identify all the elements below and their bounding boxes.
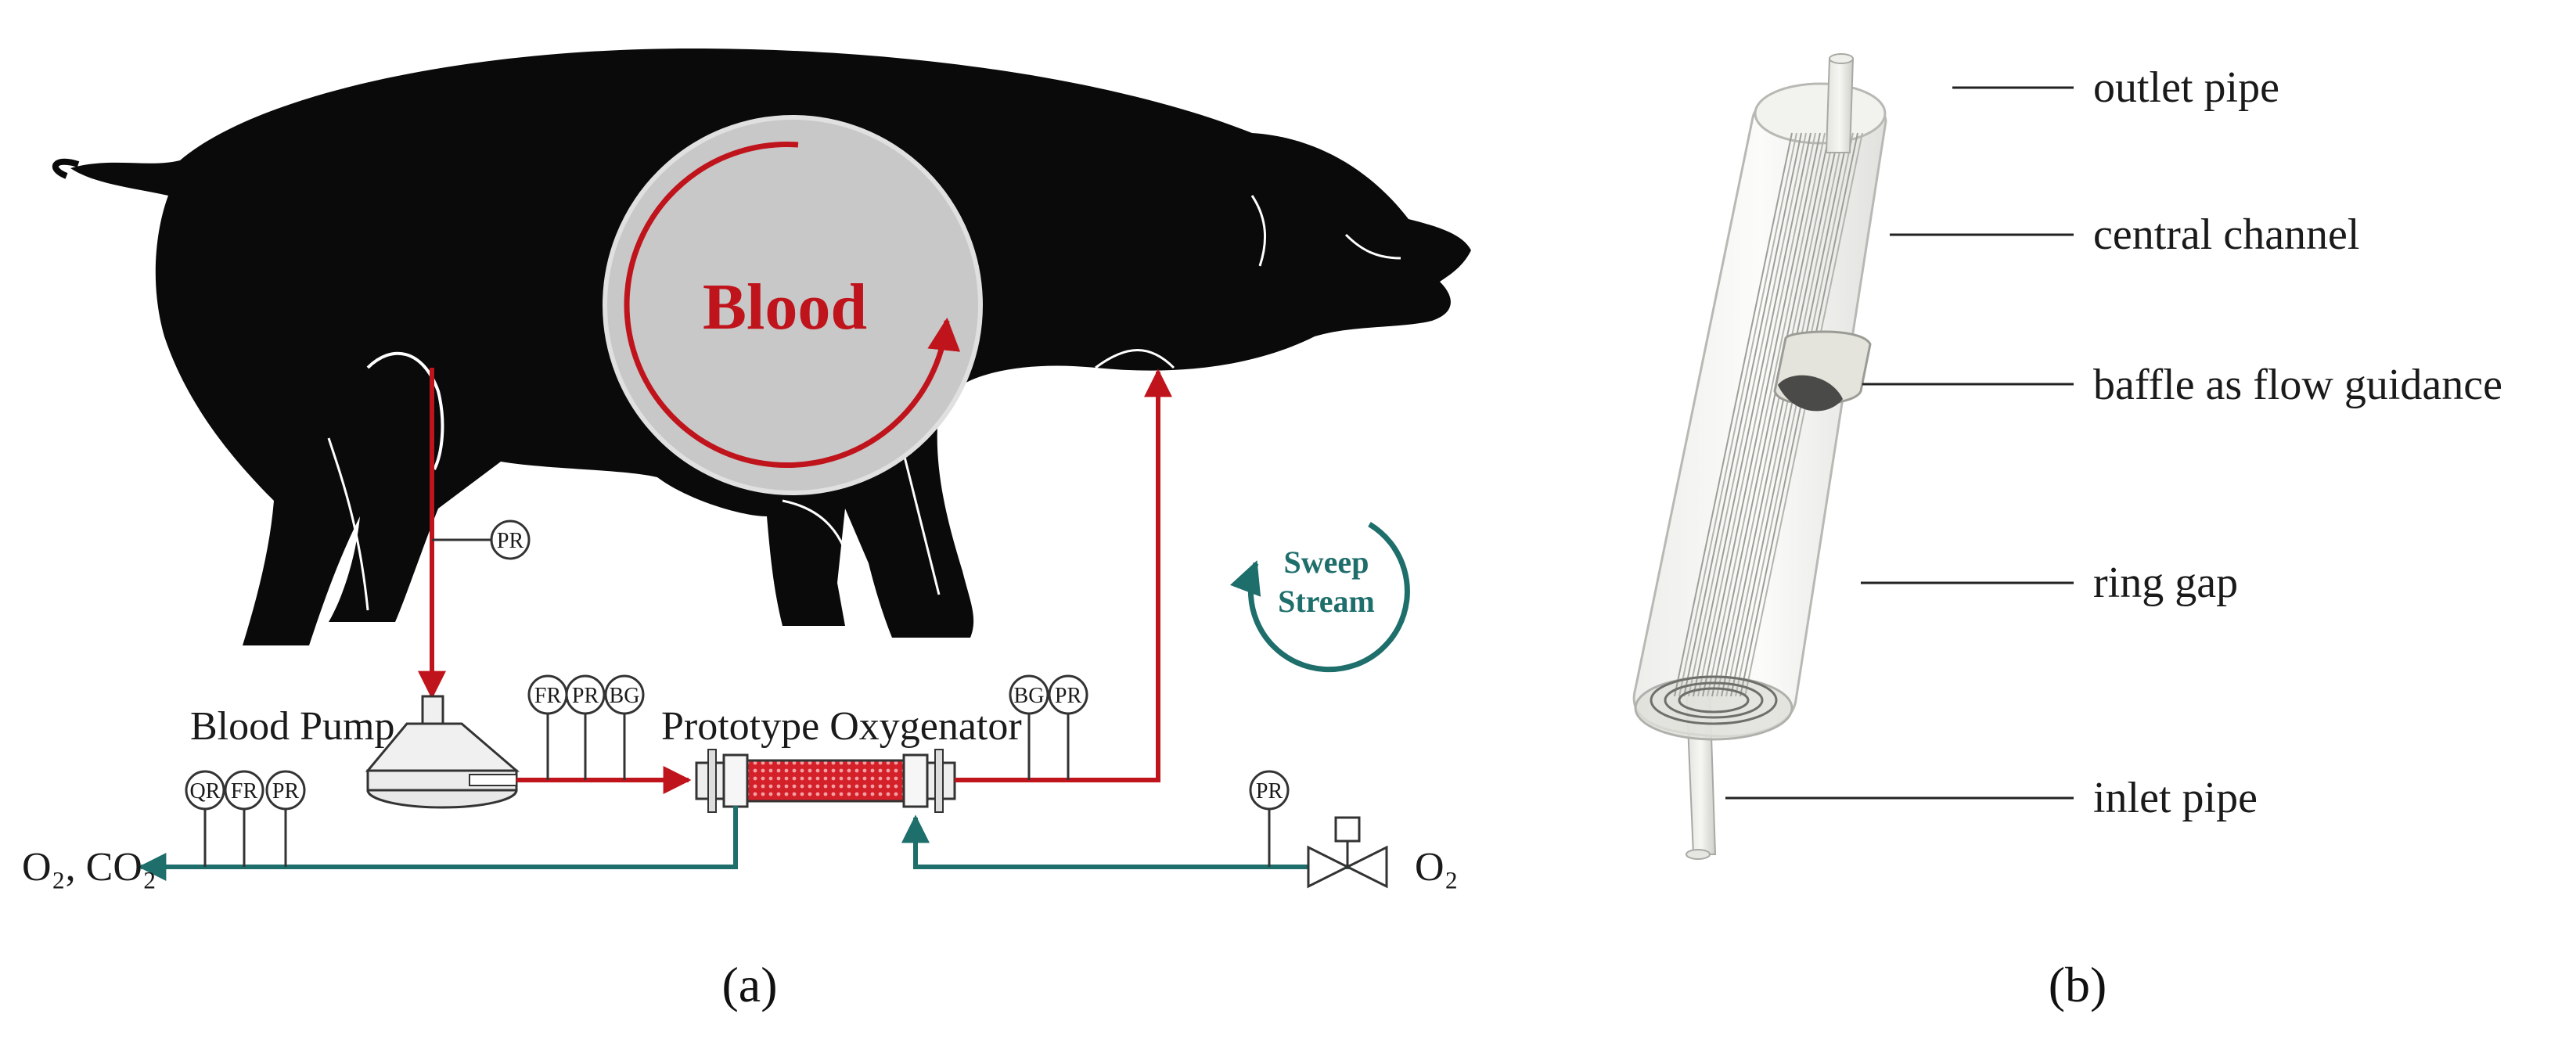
- gauge-pr-right: PR: [1048, 674, 1088, 715]
- caption-b: (b): [2049, 957, 2107, 1012]
- svg-text:FR: FR: [231, 779, 258, 804]
- gauge-pr-pig: PR: [490, 520, 531, 560]
- gauge-bg-right: BG: [1009, 674, 1049, 715]
- oxygenator-label: Prototype Oxygenator: [661, 704, 1022, 749]
- svg-text:PR: PR: [572, 684, 599, 708]
- caption-a: (a): [721, 957, 777, 1012]
- prototype-oxygenator: [695, 749, 956, 813]
- gauge-fr-left: FR: [224, 770, 264, 811]
- label-inlet-pipe: inlet pipe: [2093, 774, 2258, 822]
- gas-in-label: O₂: [1415, 845, 1459, 890]
- outlet-pipe: [1825, 58, 1855, 153]
- sweep-label-2: Stream: [1278, 584, 1375, 619]
- fiber-line: [1744, 132, 1863, 697]
- fiber-line: [1697, 132, 1816, 697]
- svg-text:BG: BG: [1014, 684, 1045, 708]
- fiber-line: [1683, 132, 1802, 697]
- fiber-line: [1711, 132, 1830, 697]
- outlet-pipe-end: [1829, 53, 1854, 64]
- svg-text:FR: FR: [534, 684, 562, 708]
- gauge-fr-mid: FR: [527, 674, 568, 715]
- gas-valve: [1307, 816, 1388, 889]
- baffle: [1773, 330, 1872, 412]
- fiber-line: [1725, 132, 1844, 697]
- svg-text:QR: QR: [190, 779, 221, 804]
- gauge-pr-left: PR: [265, 770, 306, 811]
- fiber-line: [1735, 132, 1854, 697]
- sweep-label-1: Sweep: [1284, 545, 1369, 580]
- fiber-line: [1721, 132, 1840, 697]
- blood-label: Blood: [703, 271, 867, 343]
- gauge-qr: QR: [185, 770, 225, 811]
- gas-line-in: [901, 814, 1385, 869]
- svg-text:PR: PR: [1055, 684, 1082, 708]
- panel-a: Blood PR Blood Pump FR: [22, 48, 1471, 1012]
- fiber-line: [1702, 132, 1821, 697]
- fiber-line: [1678, 132, 1797, 697]
- blood-pump-label: Blood Pump: [190, 704, 395, 749]
- label-central-channel: central channel: [2093, 210, 2359, 259]
- label-ring-gap: ring gap: [2093, 559, 2238, 607]
- gauge-pr-mid: PR: [565, 674, 606, 715]
- svg-text:PR: PR: [272, 779, 300, 804]
- inlet-pipe-end: [1686, 849, 1711, 860]
- fiber-line: [1688, 132, 1807, 697]
- label-outlet-pipe: outlet pipe: [2093, 63, 2279, 112]
- fiber-bundle: [1674, 132, 1863, 697]
- gauge-cluster-mid: FR PR BG: [527, 674, 645, 780]
- fiber-line: [1674, 132, 1793, 697]
- sweep-stream-symbol: Sweep Stream: [1229, 522, 1410, 673]
- gauge-pr-gas: PR: [1249, 770, 1290, 811]
- gauge-cluster-right: BG PR: [1009, 674, 1088, 780]
- svg-text:BG: BG: [610, 684, 640, 708]
- fiber-line: [1693, 132, 1811, 697]
- gauge-bg-mid: BG: [604, 674, 645, 715]
- panel-b: outlet pipe central channel baffle as fl…: [1632, 53, 2502, 1012]
- svg-text:PR: PR: [1256, 779, 1283, 804]
- gas-line-out: [138, 806, 738, 881]
- svg-text:PR: PR: [497, 529, 524, 553]
- label-baffle: baffle as flow guidance: [2093, 361, 2502, 409]
- fiber-line: [1707, 132, 1826, 697]
- fiber-line: [1716, 132, 1835, 697]
- housing-top-rim: [1754, 82, 1887, 145]
- outer-housing: [1632, 92, 1887, 738]
- blood-line-return: [955, 369, 1172, 782]
- blood-circulation-arrow: [624, 142, 961, 468]
- fiber-line: [1730, 132, 1849, 697]
- fiber-line: [1740, 132, 1858, 697]
- gauge-cluster-left: QR FR PR: [185, 770, 306, 867]
- bottom-end-rings: [1650, 675, 1778, 725]
- blood-circle: [603, 115, 983, 495]
- gas-out-label: O₂, CO₂: [22, 845, 157, 890]
- blood-pump: [365, 695, 520, 809]
